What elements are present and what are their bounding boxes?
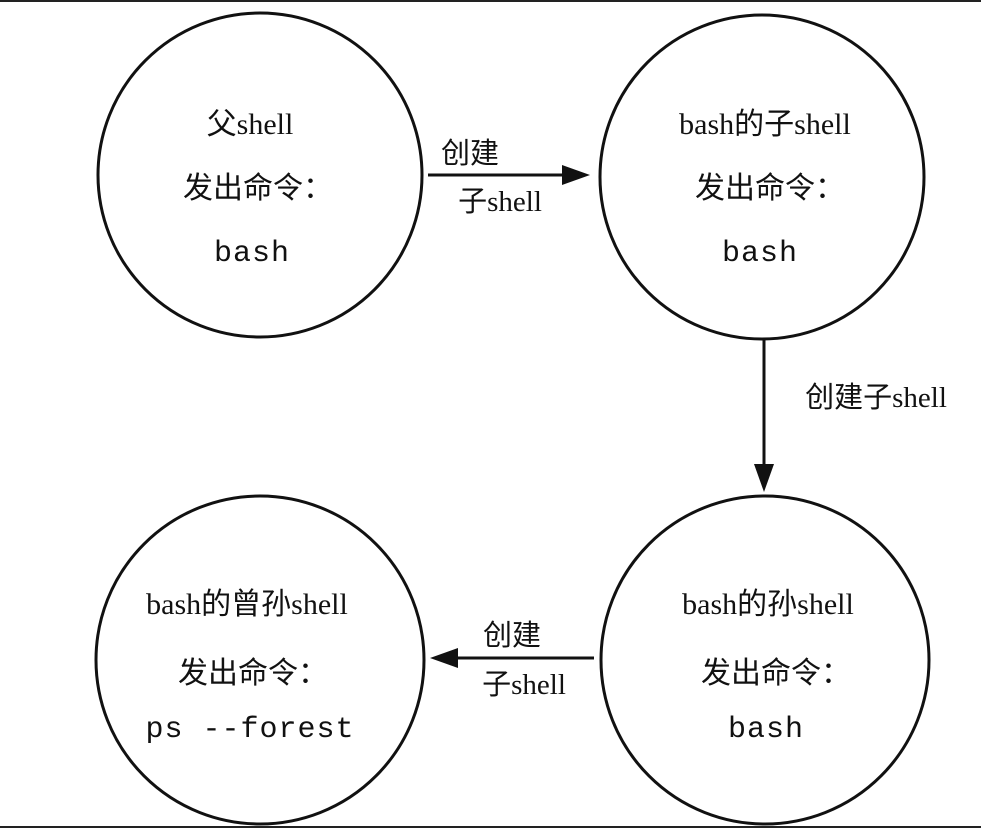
node-parent-shell: 父shell 发出命令： bash (96, 11, 424, 339)
arrow-right-icon (562, 165, 590, 185)
bottom-border (0, 826, 981, 828)
node-child-circle (598, 13, 926, 341)
node-child-action: 发出命令： (695, 172, 845, 205)
edge-grandchild-to-great-grandchild-label-line1: 创建 (483, 619, 541, 652)
arrow-left-icon (430, 648, 458, 668)
edge-parent-to-child-label-line1: 创建 (441, 137, 499, 170)
node-parent-title: 父shell (207, 108, 294, 141)
node-grandchild-title: bash的孙shell (682, 588, 854, 621)
node-grandchild-action: 发出命令： (701, 657, 851, 690)
edge-child-to-grandchild: 创建子shell (754, 340, 947, 492)
edge-parent-to-child-label-line2: 子shell (458, 186, 542, 218)
edge-grandchild-to-great-grandchild: 创建 子shell (430, 619, 594, 701)
node-great-grandchild-title: bash的曾孙shell (146, 588, 348, 621)
node-child-shell: bash的子shell 发出命令： bash (598, 13, 926, 341)
node-great-grandchild-command: ps --forest (145, 713, 354, 747)
top-border (0, 0, 981, 2)
node-parent-action: 发出命令： (183, 172, 333, 205)
node-child-title: bash的子shell (679, 108, 851, 141)
node-grandchild-command: bash (728, 713, 804, 747)
node-great-grandchild-shell: bash的曾孙shell 发出命令： ps --forest (94, 494, 426, 826)
node-parent-command: bash (214, 237, 290, 271)
edge-parent-to-child: 创建 子shell (428, 137, 590, 218)
edge-grandchild-to-great-grandchild-label-line2: 子shell (482, 669, 566, 701)
node-great-grandchild-circle (94, 494, 426, 826)
node-great-grandchild-action: 发出命令： (178, 657, 328, 690)
node-child-command: bash (722, 237, 798, 271)
node-parent-circle (96, 11, 424, 339)
node-grandchild-shell: bash的孙shell 发出命令： bash (599, 494, 931, 826)
arrow-down-icon (754, 464, 774, 492)
node-grandchild-circle (599, 494, 931, 826)
edge-child-to-grandchild-label: 创建子shell (805, 381, 947, 414)
